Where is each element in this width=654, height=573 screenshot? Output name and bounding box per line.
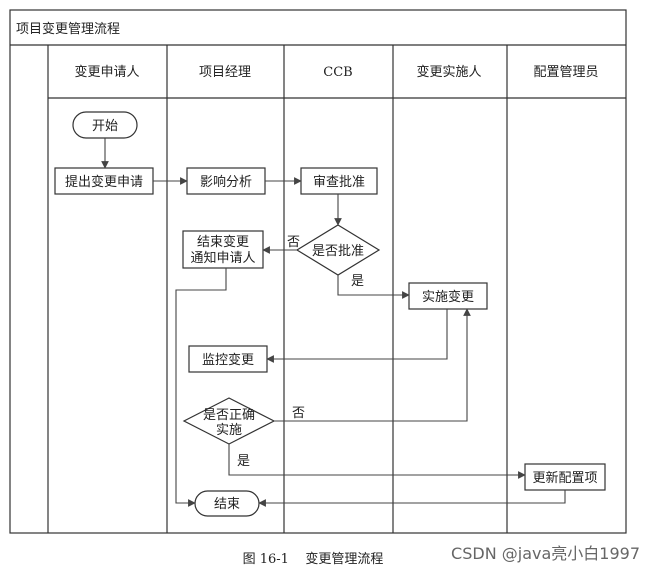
figure-caption: 图 16-1 变更管理流程 <box>243 551 384 567</box>
edge-update-config-to-end <box>258 490 566 507</box>
lane-title-applicant: 变更申请人 <box>74 64 139 80</box>
monitor-change-label: 监控变更 <box>202 352 254 368</box>
implement-change-node <box>408 282 488 310</box>
submit-request-label: 提出变更申请 <box>65 174 143 190</box>
implement-change-label: 实施变更 <box>422 289 474 305</box>
lane-title-ccb: CCB <box>323 65 352 80</box>
edge-label-approved-yes: 是 <box>351 274 364 289</box>
end-notify-label-line2: 通知申请人 <box>190 250 255 266</box>
correct-decision-label-line1: 是否正确 <box>203 408 255 423</box>
edge-correct-no-to-implement <box>274 308 471 422</box>
edge-label-correct-no: 否 <box>292 406 305 421</box>
lane-title-config-manager: 配置管理员 <box>533 65 598 80</box>
approved-decision-label: 是否批准 <box>312 244 364 259</box>
correct-decision-label-line2: 实施 <box>216 423 242 438</box>
edge-label-approved-no: 否 <box>287 235 300 250</box>
edge-end-notify-to-end <box>175 268 227 507</box>
edge-decision-yes-to-implement <box>337 275 410 299</box>
start-node-label: 开始 <box>92 119 118 134</box>
end-notify-label-line1: 结束变更 <box>197 234 249 250</box>
lane-title-project-manager: 项目经理 <box>199 65 251 80</box>
edge-correct-yes-to-update-config <box>228 444 526 479</box>
lane-title-implementer: 变更实施人 <box>416 64 481 80</box>
edge-label-correct-yes: 是 <box>237 454 250 469</box>
end-notify-node <box>182 230 264 269</box>
diagram-frame <box>9 9 627 534</box>
edge-implement-to-monitor <box>266 309 448 363</box>
impact-analysis-label: 影响分析 <box>200 174 252 190</box>
review-approve-label: 审查批准 <box>313 175 365 190</box>
end-node-label: 结束 <box>214 497 240 512</box>
update-config-label: 更新配置项 <box>532 470 597 486</box>
csdn-watermark: CSDN @java亮小白1997 <box>451 544 640 563</box>
diagram-title: 项目变更管理流程 <box>16 21 120 37</box>
